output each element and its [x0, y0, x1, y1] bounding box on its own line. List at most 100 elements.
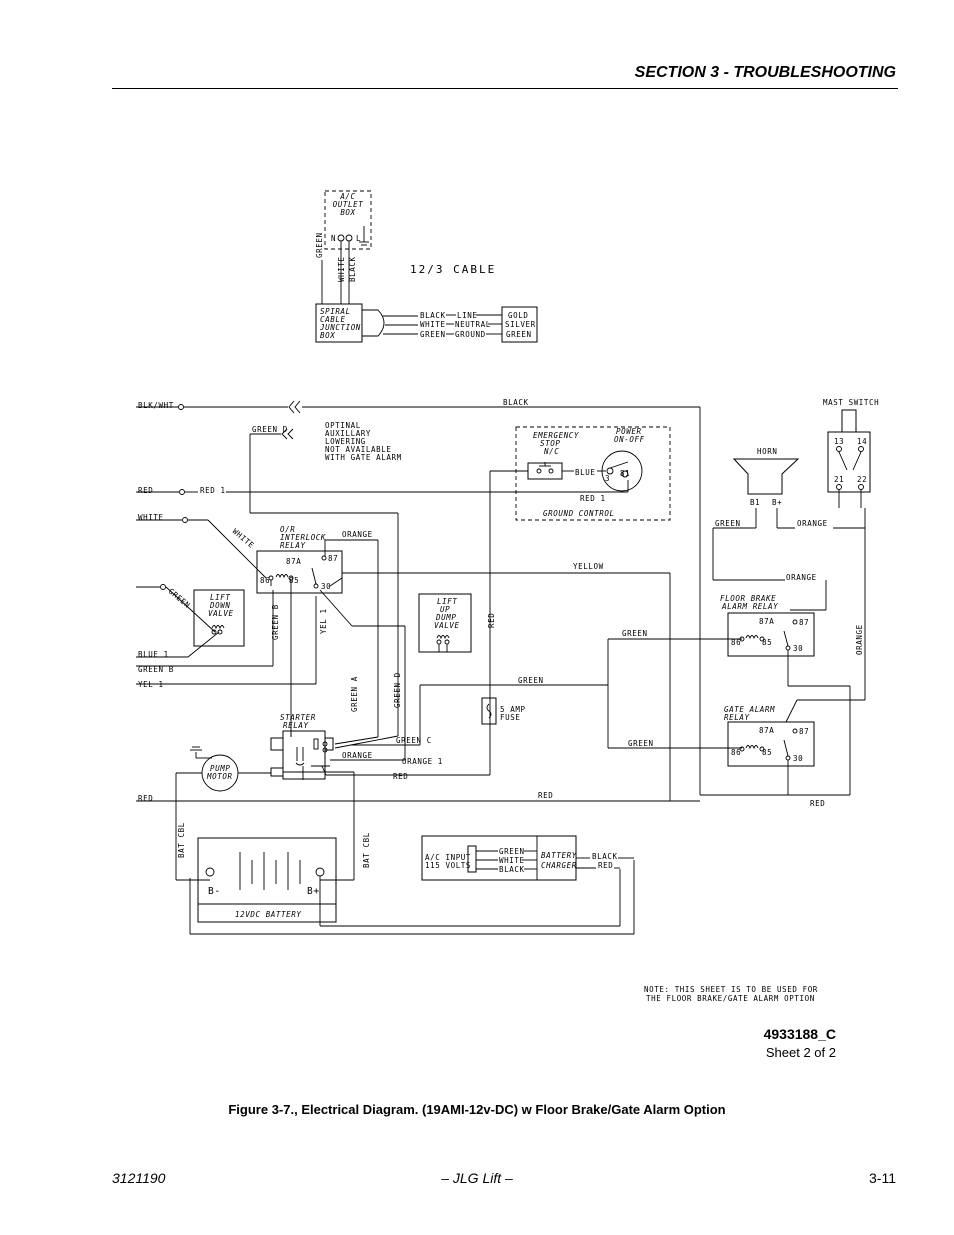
svg-text:ORANGE: ORANGE — [797, 519, 828, 528]
svg-text:NOT AVAILABLE: NOT AVAILABLE — [325, 445, 392, 454]
spiral-cable-junction-box: SPIRAL CABLE JUNCTION BOX — [315, 303, 418, 343]
mast-switch: MAST SWITCH 13 14 21 22 — [823, 398, 879, 700]
yellow-wire-label: YELLOW — [573, 562, 604, 571]
svg-text:VALVE: VALVE — [434, 621, 460, 630]
svg-text:GREEN: GREEN — [499, 847, 525, 856]
svg-text:LIFT: LIFT — [210, 593, 230, 602]
svg-text:GREEN: GREEN — [315, 232, 324, 258]
svg-text:A/C: A/C — [339, 192, 355, 201]
svg-text:CABLE: CABLE — [320, 315, 346, 324]
svg-text:LIFT: LIFT — [437, 597, 457, 606]
svg-text:B+: B+ — [307, 886, 320, 897]
ground-control-box: EMERGENCY STOP N/C POWER ON-OFF BLUE 3 8… — [489, 426, 671, 775]
svg-text:30: 30 — [793, 644, 803, 653]
vertical-wire-labels: GREEN B YEL 1 RED GREEN A GREEN D ORANGE… — [177, 604, 864, 868]
svg-text:22: 22 — [857, 475, 867, 484]
header-rule — [112, 88, 898, 89]
svg-text:EMERGENCY: EMERGENCY — [533, 431, 579, 440]
svg-text:RELAY: RELAY — [724, 713, 750, 722]
svg-text:YEL 1: YEL 1 — [319, 608, 328, 634]
svg-text:85: 85 — [762, 638, 772, 647]
svg-text:BLACK: BLACK — [503, 398, 529, 407]
svg-text:B1: B1 — [750, 498, 760, 507]
svg-text:GREEN: GREEN — [622, 629, 648, 638]
svg-text:BLUE 1: BLUE 1 — [138, 650, 169, 659]
svg-text:86: 86 — [731, 748, 741, 757]
svg-text:N/C: N/C — [543, 447, 559, 456]
svg-text:3: 3 — [605, 474, 610, 483]
svg-text:GOLD: GOLD — [508, 311, 528, 320]
svg-text:87A: 87A — [759, 617, 774, 626]
svg-text:ALARM RELAY: ALARM RELAY — [721, 602, 778, 611]
svg-text:GREEN D: GREEN D — [252, 425, 288, 434]
svg-text:VALVE: VALVE — [208, 609, 234, 618]
svg-text:O/R: O/R — [280, 525, 295, 534]
five-amp-fuse: 5 AMP FUSE — [481, 697, 525, 725]
svg-text:ON-OFF: ON-OFF — [614, 435, 645, 444]
svg-text:YEL 1: YEL 1 — [138, 680, 164, 689]
svg-text:INTERLOCK: INTERLOCK — [280, 533, 326, 542]
pump-motor: PUMP MOTOR — [175, 746, 355, 881]
ac-outlet-box: A/C OUTLET BOX N L — [324, 190, 372, 250]
svg-text:RED: RED — [393, 772, 408, 781]
diagram-note: NOTE: THIS SHEET IS TO BE USED FOR THE F… — [644, 985, 818, 1003]
svg-text:115 VOLTS: 115 VOLTS — [425, 861, 471, 870]
svg-text:ORANGE 1: ORANGE 1 — [402, 757, 443, 766]
footer-brand: – JLG Lift – — [441, 1170, 513, 1186]
svg-text:BLK/WHT: BLK/WHT — [138, 401, 174, 410]
svg-text:87: 87 — [799, 618, 809, 627]
outlet-wires: GREEN WHITE BLACK — [315, 232, 357, 304]
footer-doc-number: 3121190 — [112, 1170, 166, 1186]
svg-text:L: L — [356, 234, 361, 243]
svg-text:RED: RED — [138, 794, 153, 803]
svg-text:BLACK: BLACK — [499, 865, 525, 874]
horn: HORN B1 B+ GREEN ORANGE — [712, 447, 865, 580]
lift-up-dump-valve: LIFT UP DUMP VALVE — [418, 593, 472, 653]
svg-text:BLACK: BLACK — [592, 852, 618, 861]
svg-text:GROUND CONTROL: GROUND CONTROL — [543, 509, 615, 518]
svg-text:GROUND: GROUND — [455, 330, 486, 339]
svg-text:SPIRAL: SPIRAL — [320, 307, 351, 316]
svg-text:RED 1: RED 1 — [200, 486, 226, 495]
svg-text:WHITE: WHITE — [138, 513, 164, 522]
gate-alarm-relay: GATE ALARM RELAY 87A 87 86 85 30 RED — [724, 699, 850, 808]
cable-label: 12/3 CABLE — [410, 263, 496, 276]
svg-text:BOX: BOX — [340, 208, 355, 217]
svg-text:WITH GATE ALARM: WITH GATE ALARM — [325, 453, 402, 462]
svg-text:13: 13 — [834, 437, 844, 446]
floor-brake-alarm-relay: ORANGE FLOOR BRAKE ALARM RELAY 87A 87 86… — [713, 573, 865, 795]
svg-text:SILVER: SILVER — [505, 320, 536, 329]
svg-text:WHITE: WHITE — [499, 856, 525, 865]
svg-text:81: 81 — [620, 469, 630, 478]
svg-text:RED: RED — [487, 613, 496, 628]
svg-text:ORANGE: ORANGE — [855, 624, 864, 655]
svg-text:RELAY: RELAY — [283, 721, 309, 730]
svg-text:B+: B+ — [772, 498, 782, 507]
svg-text:GREEN B: GREEN B — [271, 604, 280, 640]
section-title: SECTION 3 - TROUBLESHOOTING — [634, 64, 896, 81]
svg-text:ORANGE: ORANGE — [342, 751, 373, 760]
battery-charger: A/C INPUT 115 VOLTS GREEN WHITE BLACK BA… — [421, 835, 634, 881]
svg-text:HORN: HORN — [757, 447, 777, 456]
interlock-relay: O/R INTERLOCK RELAY 87A 87 86 85 30 ORAN… — [256, 525, 671, 795]
svg-text:BAT CBL: BAT CBL — [362, 832, 371, 868]
svg-text:POWER: POWER — [616, 427, 642, 436]
svg-text:DUMP: DUMP — [435, 613, 456, 622]
svg-text:STOP: STOP — [540, 439, 560, 448]
svg-text:RED: RED — [538, 791, 553, 800]
svg-text:NEUTRAL: NEUTRAL — [455, 320, 491, 329]
svg-text:GREEN: GREEN — [715, 519, 741, 528]
svg-text:RED 1: RED 1 — [580, 494, 606, 503]
svg-text:RED: RED — [138, 486, 153, 495]
svg-text:NOTE: THIS SHEET IS TO BE USED: NOTE: THIS SHEET IS TO BE USED FOR — [644, 985, 818, 994]
svg-text:WHITE: WHITE — [337, 256, 346, 282]
svg-text:GREEN C: GREEN C — [396, 736, 432, 745]
svg-text:THE FLOOR BRAKE/GATE ALARM OPT: THE FLOOR BRAKE/GATE ALARM OPTION — [646, 994, 815, 1003]
svg-text:GREEN: GREEN — [167, 587, 192, 610]
svg-text:85: 85 — [762, 748, 772, 757]
svg-text:85: 85 — [289, 576, 299, 585]
svg-text:MOTOR: MOTOR — [206, 772, 233, 781]
figure-caption: Figure 3-7., Electrical Diagram. (19AMI-… — [228, 1102, 726, 1117]
battery: B- B+ 12VDC BATTERY — [189, 837, 635, 935]
